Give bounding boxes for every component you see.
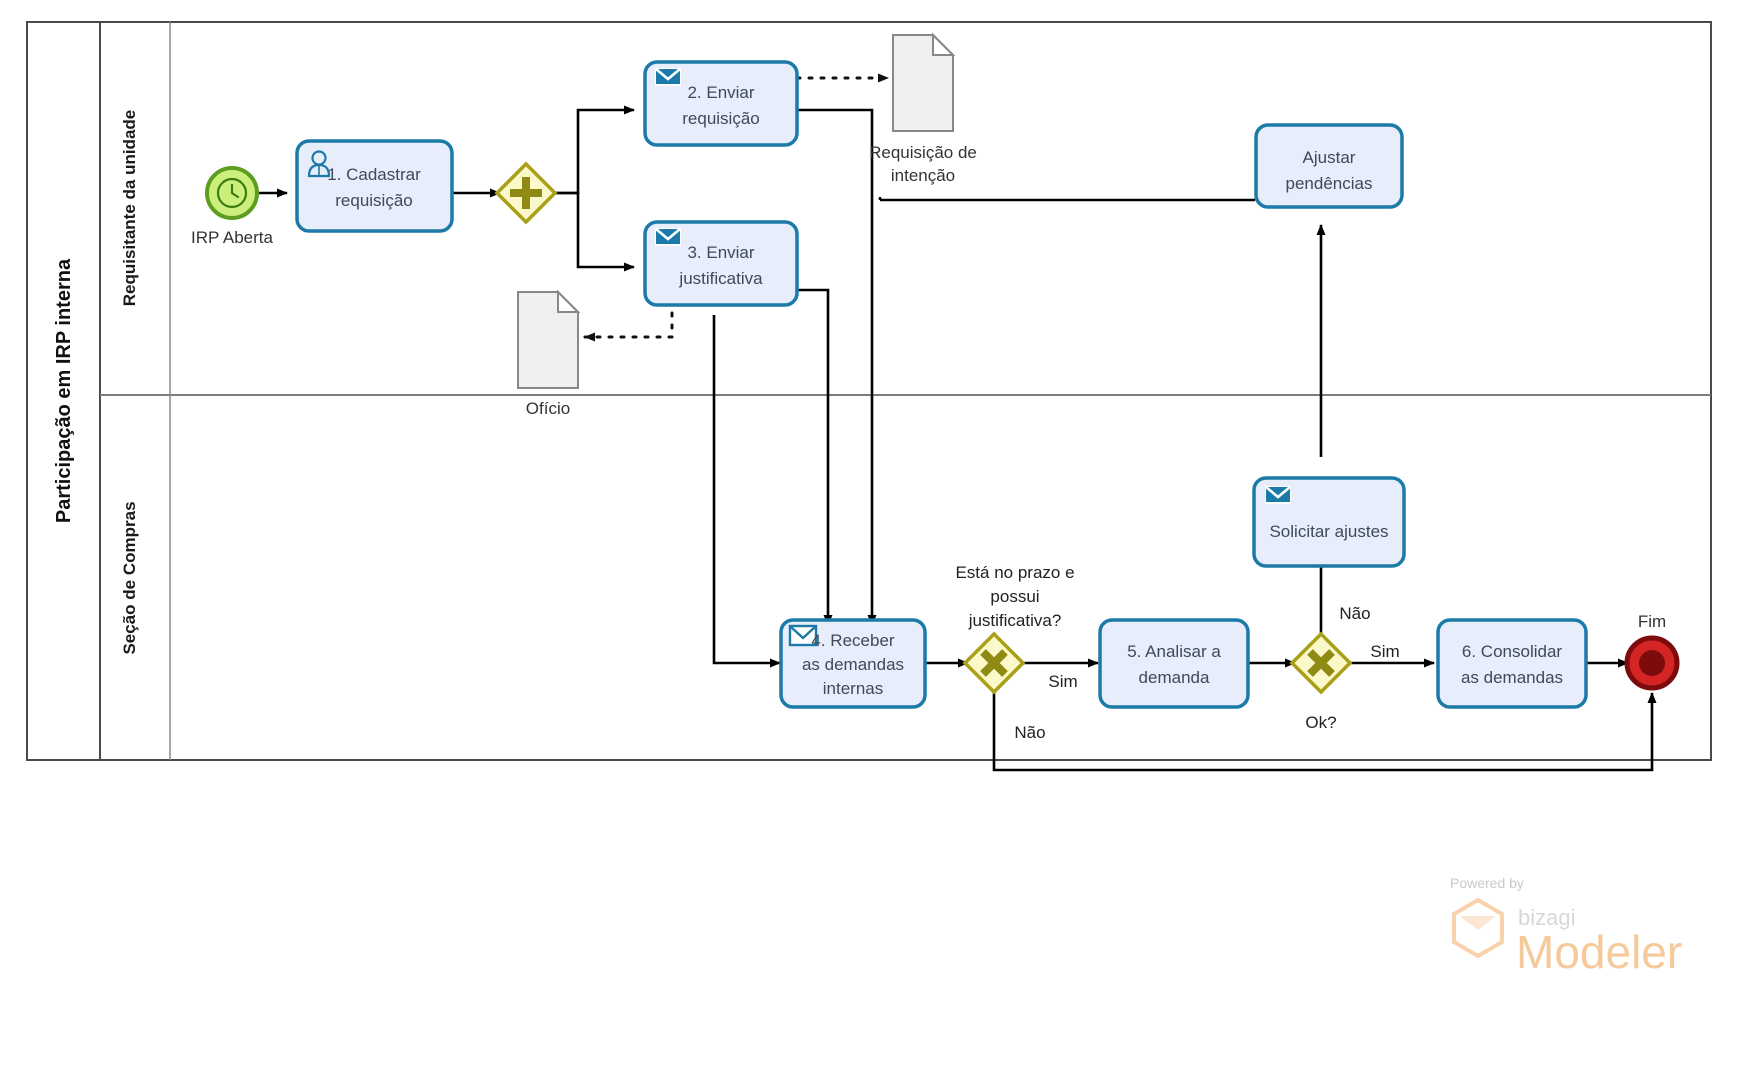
task-label-line1: 2. Enviar <box>687 83 754 102</box>
user-task-icon <box>307 150 331 178</box>
x-icon <box>980 649 1008 677</box>
start-event-irp-aberta[interactable]: IRP Aberta <box>191 166 273 247</box>
task-consolidar-demandas[interactable]: 6. Consolidar as demandas <box>1436 618 1588 709</box>
flow-g2-no-to-end <box>992 690 1657 772</box>
gateway-condition-line3: justificativa? <box>968 611 1062 630</box>
task-label-line1: Ajustar <box>1303 148 1356 167</box>
lane-secao-de-compras: Seção de Compras <box>120 395 171 760</box>
data-object-oficio[interactable]: Ofício <box>517 289 581 418</box>
gateway-condition-line1: Ok? <box>1305 713 1336 732</box>
task-label-line2: requisição <box>335 191 413 210</box>
bizagi-hexagon-logo <box>1452 897 1504 959</box>
end-event-label: Fim <box>1638 612 1666 631</box>
task-receber-demandas-internas[interactable]: 4. Receber as demandas internas <box>779 618 927 709</box>
clock-icon <box>216 177 248 209</box>
task-label-line1: 6. Consolidar <box>1462 642 1563 661</box>
flow-label-g2-yes: Sim <box>1048 672 1077 691</box>
task-label-line2: demanda <box>1139 668 1210 687</box>
receive-task-icon <box>788 624 818 647</box>
data-associations <box>583 73 890 342</box>
x-icon <box>1307 649 1335 677</box>
bizagi-branding: Powered by bizagi Modeler <box>1450 875 1682 978</box>
powered-by-label: Powered by <box>1450 875 1524 891</box>
plus-icon <box>510 177 542 209</box>
task-enviar-requisicao[interactable]: 2. Enviar requisição <box>643 60 799 147</box>
lane-title-compras: Seção de Compras <box>120 501 139 654</box>
assoc-t3-to-d2 <box>583 311 674 342</box>
gateway-condition-line1: Está no prazo e <box>955 563 1074 582</box>
lane-title-requisitante: Requisitante da unidade <box>120 110 139 306</box>
task-cadastrar-requisicao[interactable]: 1. Cadastrar requisição <box>295 139 454 233</box>
task-label-line1: Solicitar ajustes <box>1269 522 1388 541</box>
data-object-label-line1: Ofício <box>526 399 570 418</box>
flow-g1-to-t3 <box>552 191 635 272</box>
task-label-line1: 1. Cadastrar <box>327 165 421 184</box>
end-event-fim[interactable]: Fim <box>1624 612 1680 691</box>
gateway-exclusive-ok[interactable]: Ok? Sim Não <box>1289 604 1400 732</box>
send-task-icon <box>655 68 681 86</box>
task-label-line2: as demandas <box>802 655 904 674</box>
data-object-requisicao-de-intencao[interactable]: Requisição de intenção <box>869 32 977 185</box>
gateway-exclusive-prazo-justificativa[interactable]: Está no prazo e possui justificativa? Si… <box>955 563 1077 742</box>
flow-label-g3-yes: Sim <box>1370 642 1399 661</box>
start-event-label: IRP Aberta <box>191 228 273 247</box>
sequence-flows <box>240 105 1657 772</box>
send-task-icon <box>1265 486 1291 504</box>
task-analisar-demanda[interactable]: 5. Analisar a demanda <box>1098 618 1250 709</box>
flow-t3-alt-to-t4 <box>797 288 833 626</box>
send-task-icon <box>655 228 681 246</box>
flow-label-g3-no: Não <box>1339 604 1370 623</box>
task-label-line3: internas <box>823 679 883 698</box>
data-object-label-line2: intenção <box>891 166 955 185</box>
task-label-line2: as demandas <box>1461 668 1563 687</box>
gateway-parallel-split[interactable] <box>494 161 558 225</box>
data-object-label-line1: Requisição de <box>869 143 977 162</box>
task-label-line2: pendências <box>1286 174 1373 193</box>
flow-t3-to-t4 <box>712 315 781 668</box>
bizagi-name-label: bizagi <box>1518 905 1575 930</box>
task-label-line1: 3. Enviar <box>687 243 754 262</box>
task-ajustar-pendencias[interactable]: Ajustar pendências <box>1254 123 1404 209</box>
task-enviar-justificativa[interactable]: 3. Enviar justificativa <box>643 220 799 307</box>
flow-label-g2-no: Não <box>1014 723 1045 742</box>
gateway-condition-line2: possui <box>990 587 1039 606</box>
lane-requisitante-da-unidade: Requisitante da unidade <box>100 22 1711 396</box>
task-label-line2: justificativa <box>678 269 763 288</box>
task-label-line1: 4. Receber <box>811 631 894 650</box>
task-label-line2: requisição <box>682 109 760 128</box>
flow-t2-to-t4 <box>797 108 877 626</box>
task-solicitar-ajustes[interactable]: Solicitar ajustes <box>1252 476 1406 568</box>
modeler-name-label: Modeler <box>1516 926 1682 978</box>
task-label-line1: 5. Analisar a <box>1127 642 1221 661</box>
pool-title: Participação em IRP interna <box>53 258 75 523</box>
clock-hands-icon <box>230 183 240 199</box>
